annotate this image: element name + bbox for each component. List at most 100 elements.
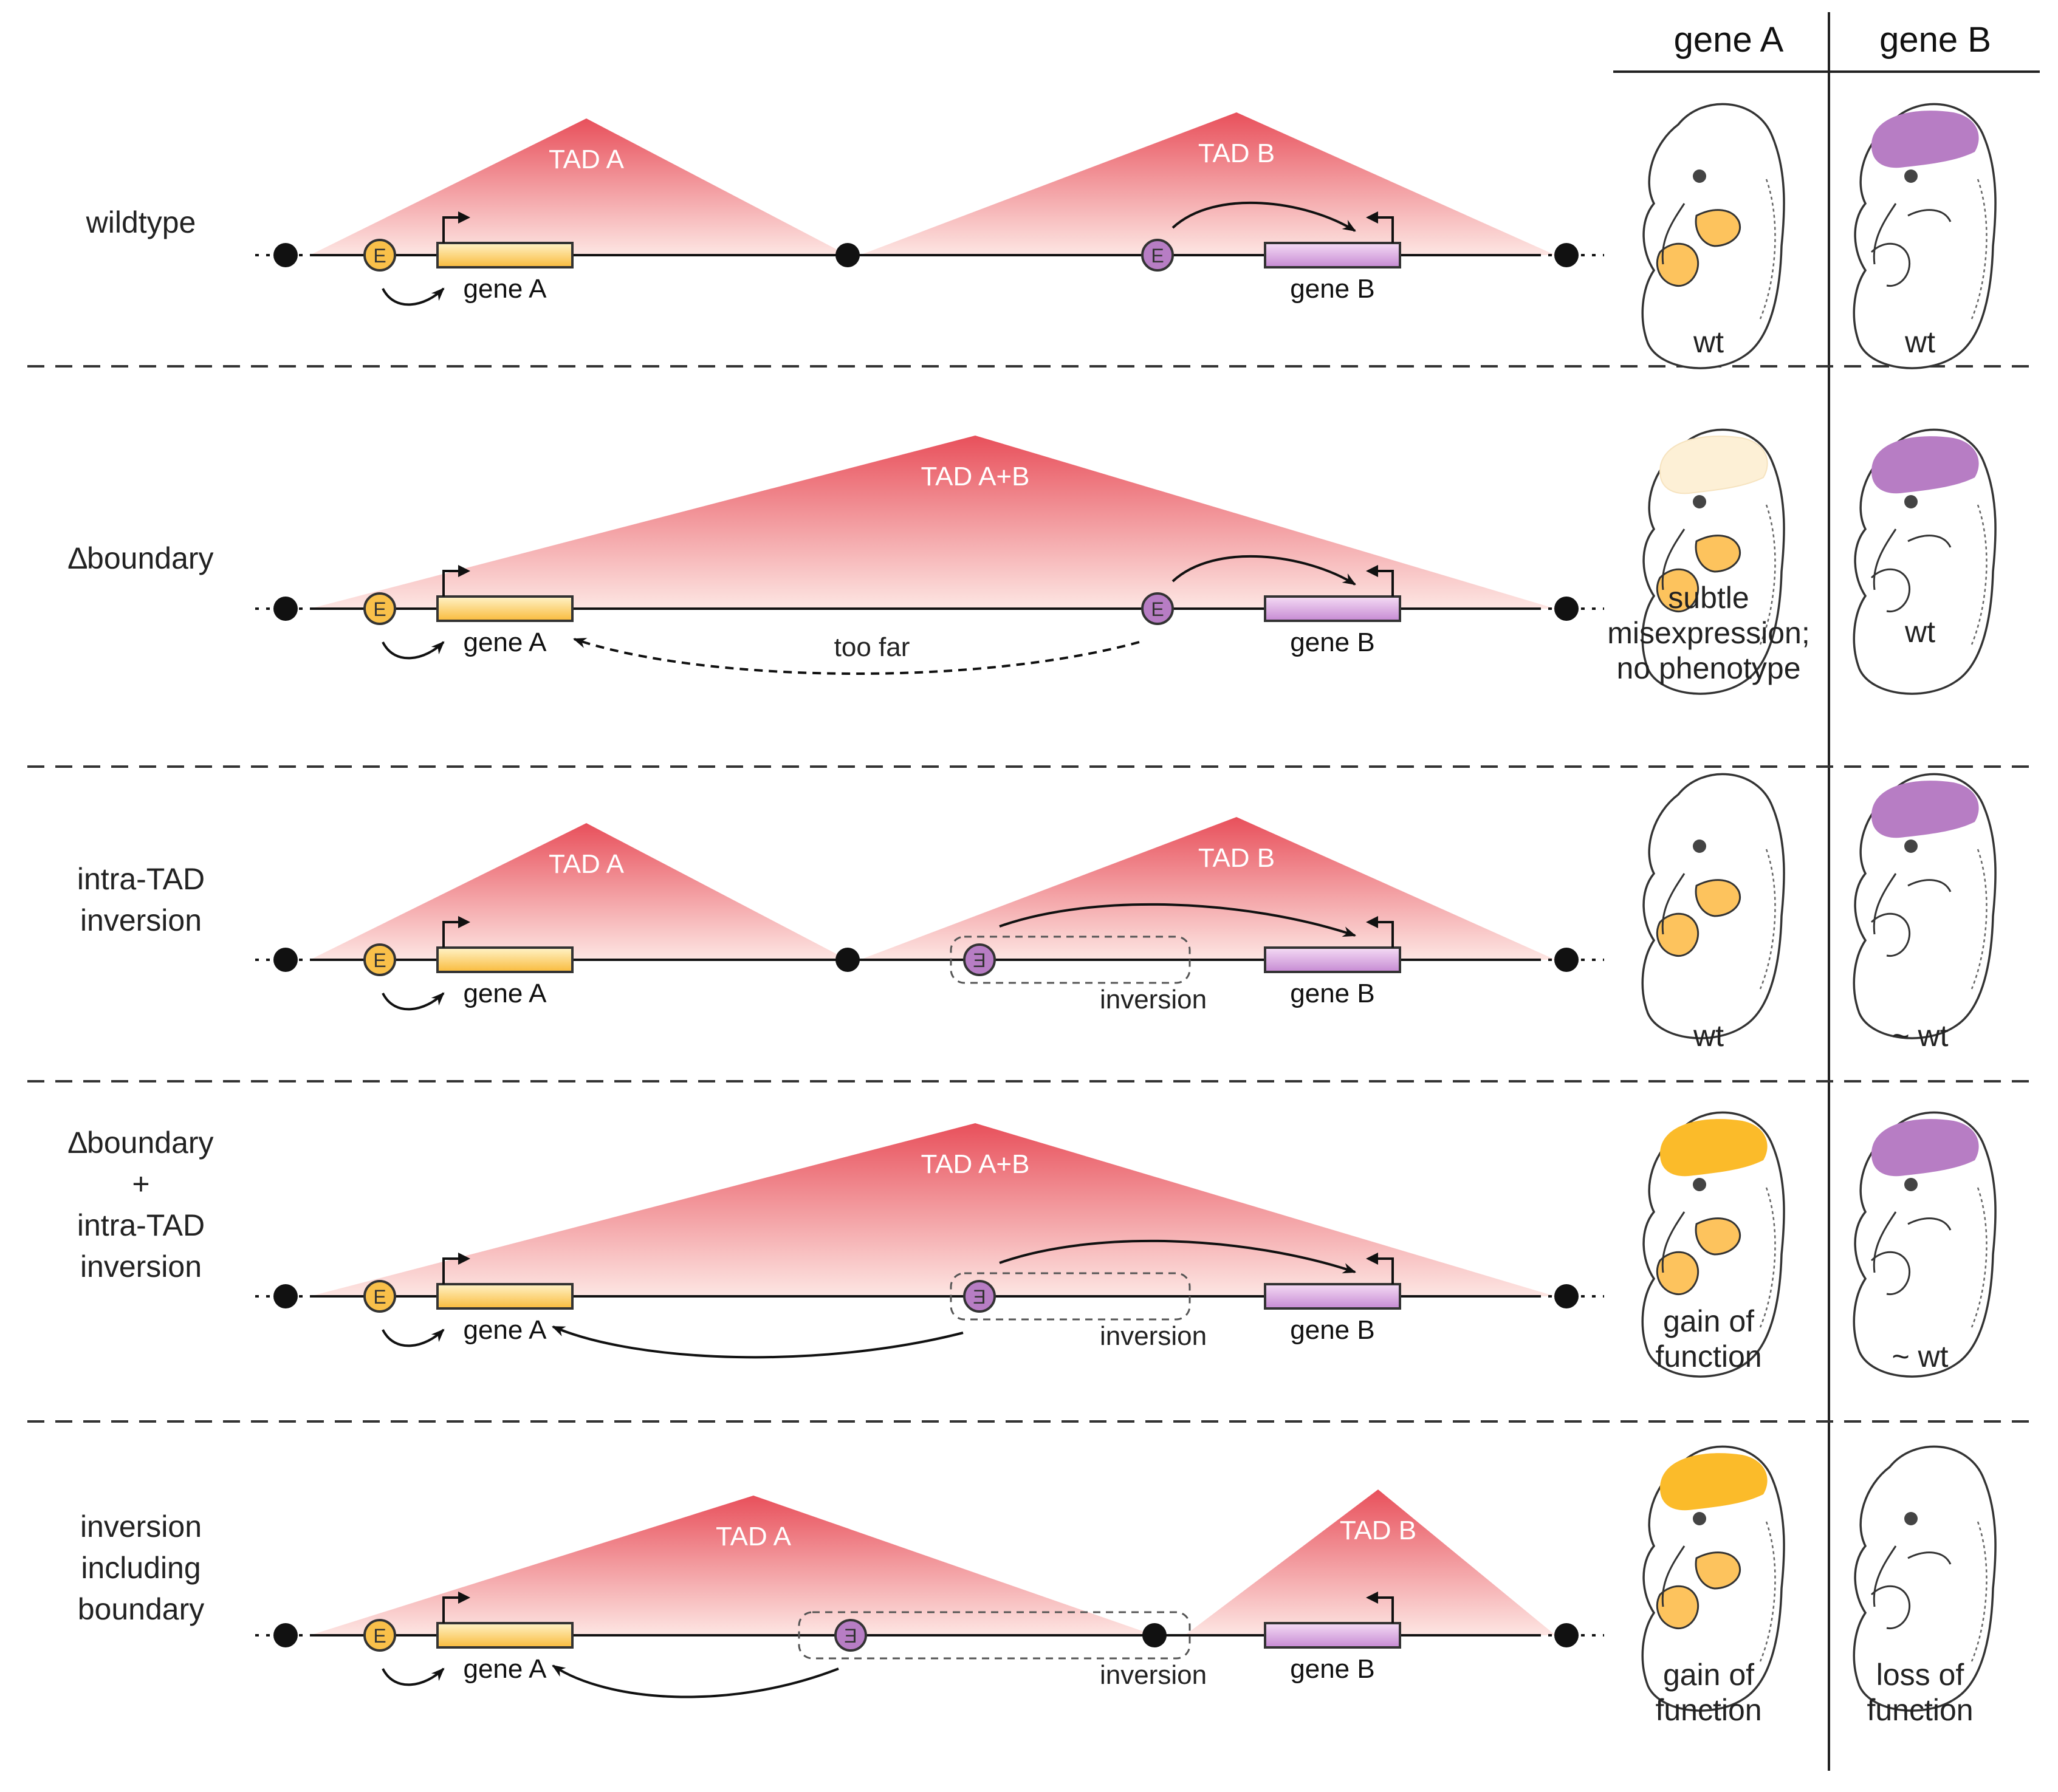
row-title: + (132, 1167, 149, 1201)
enhancer-a-arrow (382, 287, 445, 306)
enhancer-a-arrow (382, 641, 445, 660)
embryo-a (1641, 428, 1785, 695)
enhancer-a-arrow (382, 992, 445, 1011)
enhancer-b-inverted: E (834, 1619, 867, 1652)
embryo-b (1853, 103, 1997, 369)
row-title: wildtype (86, 205, 196, 239)
row-title: intra-TAD (77, 1208, 205, 1242)
tad-b-triangle-label: TAD B (1340, 1516, 1416, 1545)
tad-ab-triangle (310, 1123, 1556, 1296)
gene-a-box-label: gene A (463, 1654, 547, 1684)
gene-b-box-label: gene B (1290, 274, 1374, 304)
gene-b-box-label: gene B (1290, 628, 1374, 657)
tss-arrow-icon (1366, 211, 1394, 243)
gene-b-box (1264, 595, 1401, 622)
embryo-a (1641, 773, 1785, 1039)
inversion-label: inversion (1100, 1660, 1207, 1690)
gene-a-box (436, 946, 574, 973)
tad-a-triangle-label: TAD A (716, 1522, 792, 1551)
enhancer-label: E (373, 245, 386, 267)
enhancer-a: E (363, 239, 396, 272)
tad-boundary-right (1554, 1284, 1579, 1308)
enhancer-b-inverted: E (963, 943, 996, 976)
gene-a-result: subtle (1668, 581, 1749, 615)
inversion-label: inversion (1100, 985, 1207, 1014)
enhancer-label: E (973, 1286, 986, 1308)
row-title: intra-TAD (77, 862, 205, 896)
tss-arrow-icon (442, 1592, 470, 1623)
tad-b-triangle (860, 112, 1556, 255)
embryo-a (1641, 1445, 1785, 1712)
row-title: boundary (78, 1592, 205, 1626)
row-title: inversion (80, 903, 202, 937)
tss-arrow-icon (1366, 1592, 1394, 1623)
gene-a-result: gain of (1663, 1658, 1754, 1692)
tad-boundary-left (273, 1623, 298, 1647)
gene-a-result: wt (1693, 325, 1724, 359)
tad-a-triangle-label: TAD A (549, 145, 625, 174)
gene-a-box-label: gene A (463, 979, 547, 1008)
enhancer-label: E (1151, 245, 1164, 267)
tad-boundary-left (273, 597, 298, 621)
enhancer-b-arrow (999, 1239, 1357, 1274)
inversion-box (950, 1272, 1191, 1321)
gene-b-result: ~ wt (1892, 1339, 1948, 1373)
enhancer-b: E (1141, 592, 1174, 625)
tad-boundary-middle (835, 948, 860, 972)
embryo-b (1853, 773, 1997, 1039)
gene-b-result: ~ wt (1892, 1019, 1948, 1053)
enhancer-a-arrow (382, 1667, 445, 1686)
gene-b-box (1264, 242, 1401, 268)
too-far-arrow (572, 638, 1140, 675)
enhancer-label: E (373, 598, 386, 620)
gene-a-result: misexpression; (1607, 616, 1809, 650)
tss-arrow-icon (1366, 1253, 1394, 1284)
tad-b-triangle (860, 817, 1556, 960)
enhancer-b-arrow (999, 903, 1357, 937)
gene-a-box-label: gene A (463, 628, 547, 657)
row-title: ∆boundary (68, 541, 213, 575)
gene-a-box (436, 1622, 574, 1649)
tad-boundary-right (1554, 948, 1579, 972)
tad-boundary-right (1554, 597, 1579, 621)
gene-b-result: loss of (1876, 1658, 1964, 1692)
row-title: inversion (80, 1250, 202, 1284)
gene-a-result: function (1655, 1339, 1761, 1373)
enhancer-b: E (1141, 239, 1174, 272)
enhancer-label: E (373, 1625, 386, 1647)
enhancer-label: E (844, 1625, 857, 1647)
gene-a-box (436, 1283, 574, 1310)
gene-b-result: function (1867, 1693, 1973, 1727)
tad-b-triangle (1185, 1489, 1556, 1635)
row-title: ∆boundary (68, 1126, 213, 1160)
row-separators (27, 365, 2040, 1423)
tss-arrow-icon (442, 565, 470, 597)
enhancer-label: E (373, 1286, 386, 1308)
gene-a-result: function (1655, 1693, 1761, 1727)
tad-boundary-right (1554, 243, 1579, 267)
tad-ab-triangle-label: TAD A+B (921, 1149, 1030, 1179)
tad-boundary-right (1554, 1623, 1579, 1647)
gene-a-box (436, 242, 574, 268)
enhancer-label: E (1151, 598, 1164, 620)
gene-a-result: wt (1693, 1019, 1724, 1053)
tad-boundary-left (273, 243, 298, 267)
enhancer-a: E (363, 943, 396, 976)
gene-a-box-label: gene A (463, 274, 547, 304)
tad-b-triangle-label: TAD B (1198, 843, 1275, 873)
enhancer-b-to-gene-a-arrow (551, 1325, 964, 1359)
enhancer-a-arrow (382, 1329, 445, 1347)
tad-a-triangle (310, 823, 848, 960)
embryo-b (1853, 1111, 1997, 1378)
tss-arrow-icon (1366, 916, 1394, 948)
tad-boundary-left (273, 948, 298, 972)
embryo-a (1641, 103, 1785, 369)
gene-b-box-label: gene B (1290, 979, 1374, 1008)
gene-b-box (1264, 946, 1401, 973)
gene-a-result: gain of (1663, 1304, 1754, 1338)
gene-b-box-label: gene B (1290, 1315, 1374, 1345)
enhancer-label: E (973, 949, 986, 971)
